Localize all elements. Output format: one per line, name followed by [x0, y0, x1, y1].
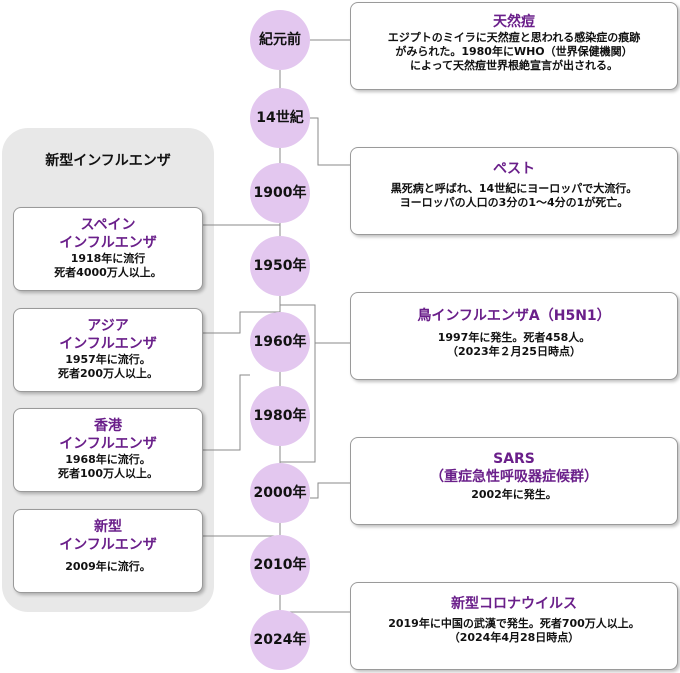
timeline-node-14c: 14世紀 [250, 88, 310, 148]
connector-bird-flu-2 [280, 343, 316, 463]
connector-sars [310, 482, 350, 499]
event-desc-line: ヨーロッパの人口の3分の1～4分の1が死亡。 [399, 196, 629, 209]
event-title: ペスト [493, 161, 535, 177]
event-desc-line: 死者4000万人以上。 [54, 266, 162, 279]
event-desc-line: （2024年4月28日時点） [448, 631, 580, 644]
connector-bird-flu [280, 304, 350, 344]
event-title: 新型 [94, 519, 122, 535]
event-box-spanish-flu: スペイン インフルエンザ 1918年に流行 死者4000万人以上。 [13, 207, 203, 291]
event-box-hongkong-flu: 香港 インフルエンザ 1968年に流行。 死者100万人以上。 [13, 408, 203, 492]
event-title-line2: インフルエンザ [59, 537, 157, 553]
event-title-line2: インフルエンザ [59, 336, 157, 352]
connector-asia [203, 311, 280, 334]
event-box-plague: ペスト 黒死病と呼ばれ、14世紀にヨーロッパで大流行。 ヨーロッパの人口の3分の… [350, 147, 678, 235]
timeline-node-1900: 1900年 [250, 163, 310, 223]
event-title: スペイン [80, 217, 136, 233]
event-desc-line: 1957年に流行。 [65, 353, 151, 366]
event-desc-line: （2023年２月25日時点） [447, 345, 581, 358]
event-desc-line: 1997年に発生。死者458人。 [437, 331, 591, 344]
event-title-line2: インフルエンザ [59, 235, 157, 251]
group-title: 新型インフルエンザ [45, 153, 171, 169]
event-desc-line: がみられた。1980年にWHO（世界保健機関） [395, 45, 633, 58]
timeline-node-1960: 1960年 [250, 312, 310, 372]
event-box-smallpox: 天然痘 エジプトのミイラに天然痘と思われる感染症の痕跡 がみられた。1980年に… [350, 2, 678, 90]
timeline-node-1950: 1950年 [250, 236, 310, 296]
event-title: 香港 [94, 418, 122, 434]
event-title: 鳥インフルエンザA（H5N1） [417, 308, 611, 324]
timeline-node-2024: 2024年 [250, 610, 310, 670]
timeline-node-1980: 1980年 [250, 386, 310, 446]
event-box-asian-flu: アジア インフルエンザ 1957年に流行。 死者200万人以上。 [13, 308, 203, 392]
event-title-line2: インフルエンザ [59, 436, 157, 452]
event-desc-line: エジプトのミイラに天然痘と思われる感染症の痕跡 [387, 31, 641, 44]
event-desc-line: 1968年に流行。 [65, 453, 151, 466]
event-box-sars: SARS （重症急性呼吸器症候群） 2002年に発生。 [350, 437, 678, 525]
event-desc-line: 1918年に流行 [70, 252, 146, 265]
event-desc-line: 死者100万人以上。 [58, 467, 158, 480]
connector-hongkong [203, 374, 250, 451]
event-desc-line: 死者200万人以上。 [58, 367, 158, 380]
timeline-node-2000: 2000年 [250, 463, 310, 523]
event-box-new-flu: 新型 インフルエンザ 2009年に流行。 [13, 509, 203, 593]
connector-pest [310, 117, 350, 166]
event-desc-line: によって天然痘世界根絶宣言が出される。 [409, 59, 619, 72]
event-title: 新型コロナウイルス [451, 596, 577, 612]
event-desc-line: 2019年に中国の武漢で発生。死者700万人以上。 [388, 617, 640, 630]
timeline-node-2010: 2010年 [250, 535, 310, 595]
event-title: SARS [493, 451, 535, 467]
event-box-bird-flu: 鳥インフルエンザA（H5N1） 1997年に発生。死者458人。 （2023年２… [350, 292, 678, 380]
event-desc-line: 黒死病と呼ばれ、14世紀にヨーロッパで大流行。 [390, 182, 638, 195]
event-desc-line: 2002年に発生。 [471, 488, 557, 501]
event-title: アジア [87, 318, 129, 334]
event-title: 天然痘 [493, 14, 535, 30]
timeline-node-bc: 紀元前 [250, 10, 310, 70]
event-box-covid: 新型コロナウイルス 2019年に中国の武漢で発生。死者700万人以上。 （202… [350, 582, 678, 670]
event-desc-line: 2009年に流行。 [65, 560, 151, 573]
event-subtitle: （重症急性呼吸器症候群） [430, 469, 598, 485]
